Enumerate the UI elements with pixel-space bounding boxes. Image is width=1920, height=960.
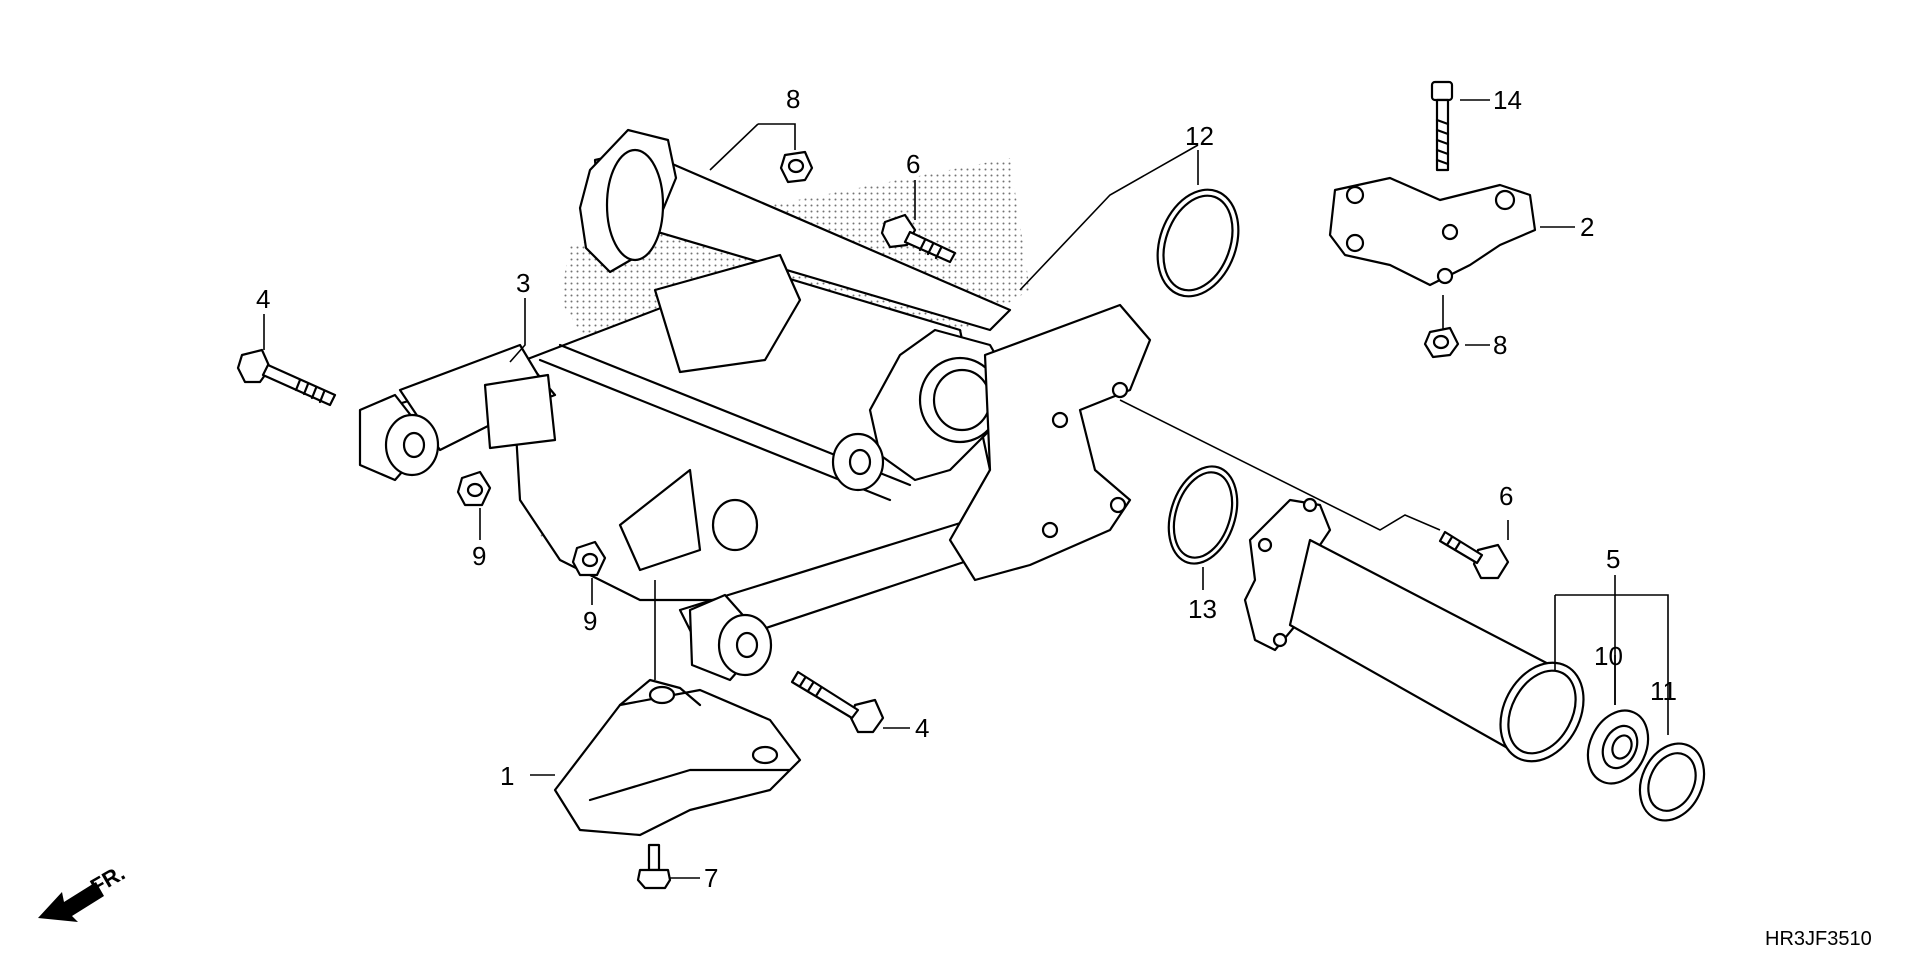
- part-bolt-4-left: [236, 348, 337, 407]
- part-nut-8-upper: [779, 150, 814, 184]
- swingarm-body: [358, 128, 1152, 682]
- part-axle-housing: [1243, 497, 1585, 763]
- part-o-ring-12: [1156, 188, 1240, 298]
- callout-4-left: 4: [256, 284, 270, 314]
- part-bolt-4-right: [790, 670, 885, 734]
- callout-3: 3: [516, 268, 530, 298]
- callout-8-right: 8: [1493, 330, 1507, 360]
- callout-13: 13: [1188, 594, 1217, 624]
- front-arrow-icon: [38, 882, 104, 922]
- drawing-code: HR3JF3510: [1765, 928, 1872, 950]
- part-seal-11: [1638, 742, 1706, 822]
- callout-9-center: 9: [583, 606, 597, 636]
- part-o-ring-13: [1167, 465, 1239, 565]
- part-skid-plate: [553, 678, 802, 837]
- callout-6-upper: 6: [906, 149, 920, 179]
- part-plate: [1328, 176, 1537, 287]
- callout-4-right: 4: [915, 713, 929, 743]
- callout-7: 7: [704, 863, 718, 893]
- part-nut-9-center: [571, 540, 607, 577]
- callout-6-lower: 6: [1499, 481, 1513, 511]
- part-bearing-10: [1586, 709, 1650, 785]
- callout-12: 12: [1185, 121, 1214, 151]
- leader-lines: [263, 99, 1669, 879]
- callout-2: 2: [1580, 212, 1594, 242]
- callout-8-upper: 8: [786, 84, 800, 114]
- part-nut-9-left: [456, 470, 492, 507]
- part-bolt-14: [1430, 80, 1454, 172]
- front-direction-indicator: FR.: [38, 860, 129, 922]
- callout-10: 10: [1594, 641, 1623, 671]
- part-bolt-6-upper: [880, 213, 957, 264]
- part-bolt-6-lower: [1438, 530, 1510, 580]
- callout-11: 11: [1650, 676, 1677, 706]
- part-nut-8-right: [1423, 326, 1460, 359]
- callout-5: 5: [1606, 544, 1620, 574]
- callout-14: 14: [1493, 85, 1522, 115]
- callout-9-left: 9: [472, 541, 486, 571]
- callout-1: 1: [500, 761, 514, 791]
- callout-numbers: 1 2 3 4 4 5 6 6 7 8 8 9 9 10 11 12 13 14: [256, 84, 1677, 893]
- part-bolt-7: [636, 843, 672, 890]
